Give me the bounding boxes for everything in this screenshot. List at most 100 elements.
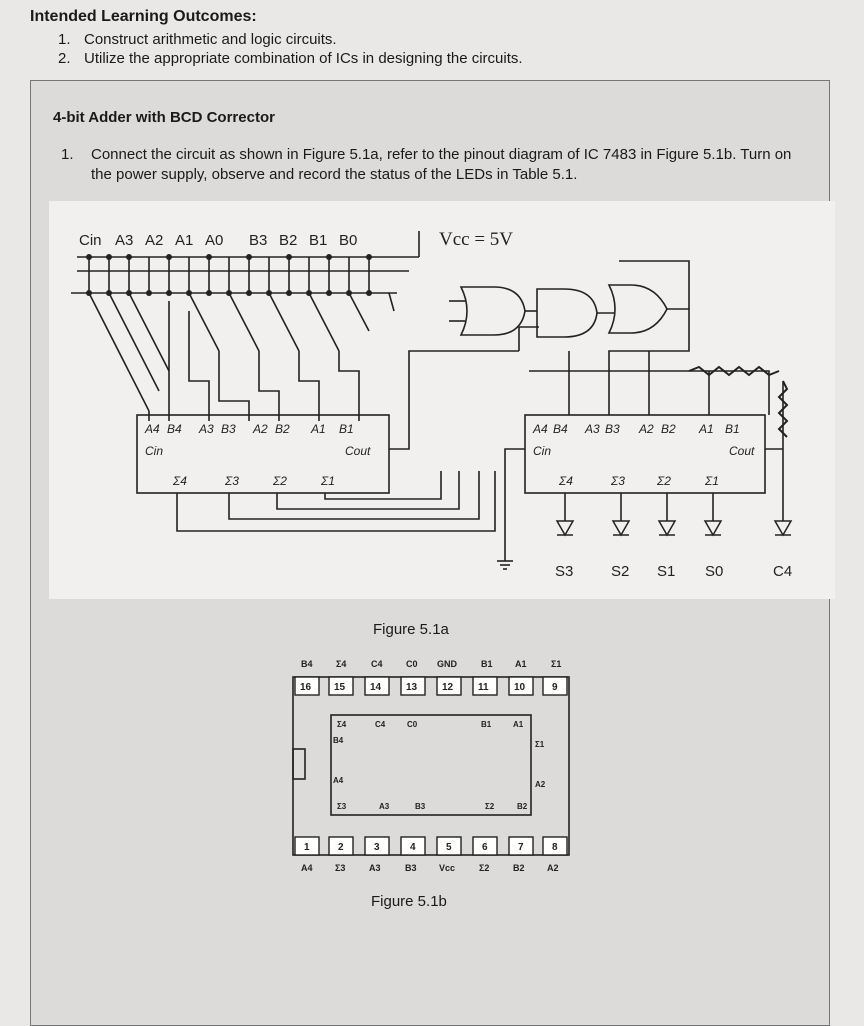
- pin-label: C4: [371, 659, 383, 669]
- ic2-pin-label: B1: [725, 422, 740, 436]
- switch-label: B1: [309, 232, 327, 249]
- pin-label: Σ4: [336, 659, 346, 669]
- pin-number: 7: [518, 842, 524, 853]
- inner-label: Σ3: [337, 802, 347, 811]
- pin-number: 1: [304, 842, 310, 853]
- ic1-pin-label: A4: [144, 422, 160, 436]
- pin-number: 14: [370, 682, 382, 693]
- pin-label: A3: [369, 863, 381, 873]
- ic2-cout-label: Cout: [729, 444, 755, 458]
- pin-label: GND: [437, 659, 458, 669]
- pin-number: 11: [478, 682, 489, 693]
- ic2-sum-label: Σ1: [704, 474, 719, 488]
- pin-label: Vcc: [439, 863, 455, 873]
- ic1-pin-label: B2: [275, 422, 290, 436]
- output-label-s0: S0: [705, 563, 723, 580]
- output-label-s2: S2: [611, 563, 629, 580]
- ic2-pin-label: A4: [532, 422, 548, 436]
- pin-label: A2: [547, 863, 559, 873]
- pin-number: 3: [374, 842, 380, 853]
- ic2-pin-label: B3: [605, 422, 620, 436]
- pin-number: 15: [334, 682, 346, 693]
- figure-5-1b-caption: Figure 5.1b: [371, 893, 447, 910]
- pin-label: B4: [301, 659, 313, 669]
- figure-5-1a-circuit: Cin A3 A2 A1 A0 B3 B2 B1 B0 Vcc = 5V A4 …: [49, 201, 835, 599]
- vcc-label: Vcc = 5V: [439, 229, 513, 250]
- pin-number: 8: [552, 842, 558, 853]
- inner-label: B3: [415, 802, 426, 811]
- experiment-box: 4-bit Adder with BCD Corrector 1. Connec…: [30, 80, 835, 1026]
- outcomes-heading: Intended Learning Outcomes:: [30, 8, 257, 25]
- ic1-sum-label: Σ1: [320, 474, 335, 488]
- pin-number: 4: [410, 842, 416, 853]
- output-label-s1: S1: [657, 563, 675, 580]
- pin-number: 9: [552, 682, 558, 693]
- switch-label: B3: [249, 232, 267, 249]
- inner-label: A4: [333, 776, 344, 785]
- pin-label: C0: [406, 659, 418, 669]
- inner-label: A1: [513, 720, 524, 729]
- section-title: 4-bit Adder with BCD Corrector: [53, 109, 275, 126]
- pin-number: 2: [338, 842, 344, 853]
- figure-5-1b-pinout: B4 Σ4 C4 C0 GND B1 A1 Σ1: [281, 653, 581, 883]
- switch-label: B2: [279, 232, 297, 249]
- ic1-pin-label: A2: [252, 422, 268, 436]
- ic1-sum-label: Σ4: [172, 474, 187, 488]
- ic2-pin-label: A2: [638, 422, 654, 436]
- ic7483-pinout-diagram: B4 Σ4 C4 C0 GND B1 A1 Σ1: [292, 659, 570, 873]
- inner-label: C4: [375, 720, 386, 729]
- inner-label: Σ2: [485, 802, 495, 811]
- ic1-pin-label: A1: [310, 422, 326, 436]
- ic1-pin-label: A3: [198, 422, 214, 436]
- outcomes-list: 1.Construct arithmetic and logic circuit…: [58, 30, 523, 68]
- pin-number: 16: [300, 682, 312, 693]
- switch-label: A3: [115, 232, 133, 249]
- output-label-c4: C4: [773, 563, 792, 580]
- ic2-pin-label: B2: [661, 422, 676, 436]
- ic1-sum-label: Σ3: [224, 474, 239, 488]
- figure-5-1a-caption: Figure 5.1a: [373, 621, 449, 638]
- ic1-sum-label: Σ2: [272, 474, 287, 488]
- ic2-pin-label: B4: [553, 422, 568, 436]
- pin-number: 12: [442, 682, 454, 693]
- ic2-sum-label: Σ2: [656, 474, 671, 488]
- pin-label: A4: [301, 863, 313, 873]
- switch-label: B0: [339, 232, 357, 249]
- pin-number: 5: [446, 842, 452, 853]
- ic2-sum-label: Σ4: [558, 474, 573, 488]
- switch-label: A1: [175, 232, 193, 249]
- ic1-pin-label: B3: [221, 422, 236, 436]
- ic2-cin-label: Cin: [533, 444, 551, 458]
- pin-number: 13: [406, 682, 418, 693]
- output-label-s3: S3: [555, 563, 573, 580]
- ic1-cout-label: Cout: [345, 444, 371, 458]
- pin-label: B2: [513, 863, 525, 873]
- inner-label: B4: [333, 736, 344, 745]
- ic2-pin-label: A3: [584, 422, 600, 436]
- inner-label: Σ1: [535, 740, 545, 749]
- ic1-pin-label: B1: [339, 422, 354, 436]
- pin-number: 10: [514, 682, 526, 693]
- ic2-sum-label: Σ3: [610, 474, 625, 488]
- pin-number: 6: [482, 842, 488, 853]
- inner-label: C0: [407, 720, 418, 729]
- pin-label: Σ2: [479, 863, 489, 873]
- adder-circuit-diagram: Cin A3 A2 A1 A0 B3 B2 B1 B0 Vcc = 5V A4 …: [71, 229, 793, 580]
- inner-label: Σ4: [337, 720, 347, 729]
- switch-label: Cin: [79, 232, 102, 249]
- inner-label: B2: [517, 802, 528, 811]
- inner-label: A3: [379, 802, 390, 811]
- outcome-item: 1.Construct arithmetic and logic circuit…: [58, 31, 337, 48]
- pin-label: Σ3: [335, 863, 345, 873]
- pin-label: A1: [515, 659, 527, 669]
- step-instruction: 1. Connect the circuit as shown in Figur…: [61, 146, 792, 183]
- switch-label: A2: [145, 232, 163, 249]
- ic1-pin-label: B4: [167, 422, 182, 436]
- pin-label: B1: [481, 659, 493, 669]
- inner-label: A2: [535, 780, 546, 789]
- ic1-cin-label: Cin: [145, 444, 163, 458]
- inner-label: B1: [481, 720, 492, 729]
- ic2-pin-label: A1: [698, 422, 714, 436]
- switch-label: A0: [205, 232, 223, 249]
